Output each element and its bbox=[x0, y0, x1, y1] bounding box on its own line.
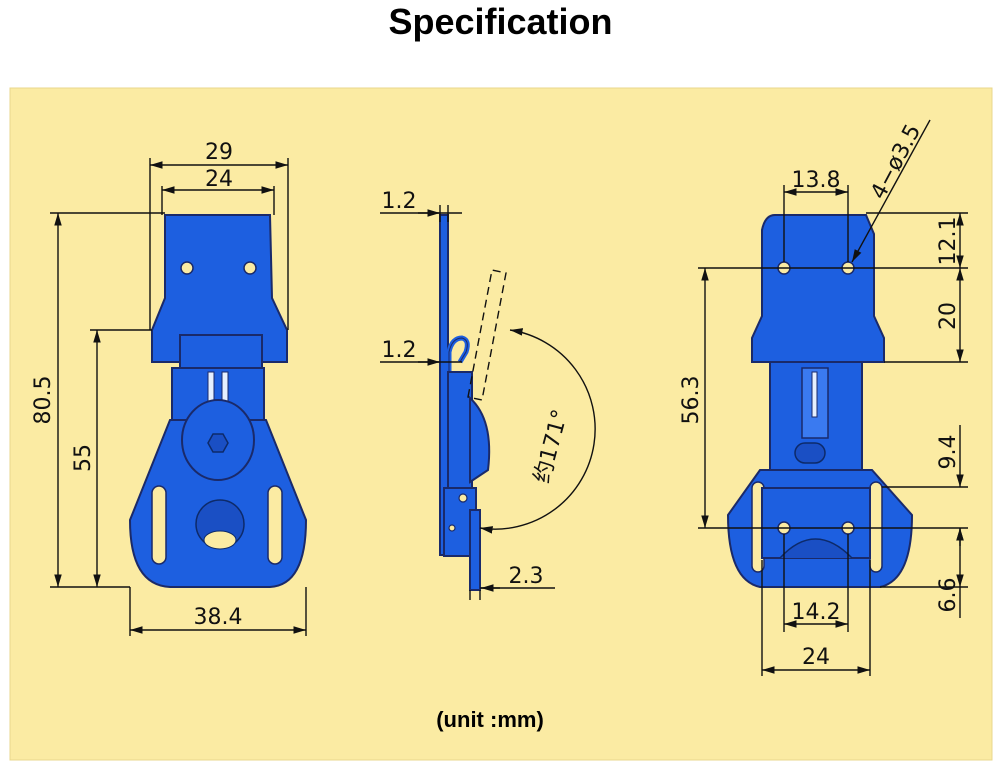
back-top-hole-offset-label: 12.1 bbox=[936, 217, 961, 266]
back-lower-hole-offset-label: 9.4 bbox=[936, 435, 961, 470]
front-top-width-inner-label: 24 bbox=[205, 167, 233, 192]
front-total-height-label: 80.5 bbox=[31, 376, 56, 425]
back-hole-spacing-bottom-label: 14.2 bbox=[792, 600, 841, 625]
front-view-latch bbox=[128, 214, 308, 588]
side-base-thickness-label: 2.3 bbox=[509, 564, 544, 589]
front-hinge-height-label: 55 bbox=[71, 444, 96, 472]
back-view: 13.8 4−ø3.5 12.1 20 56.3 9.4 6.6 14.2 24 bbox=[679, 119, 968, 676]
back-hole-span-vertical-label: 56.3 bbox=[679, 376, 704, 425]
page-title: Specification bbox=[388, 1, 613, 42]
back-hole-spacing-top-label: 13.8 bbox=[792, 168, 841, 193]
front-bottom-width-label: 38.4 bbox=[194, 605, 243, 630]
unit-note: (unit :mm) bbox=[436, 707, 544, 732]
front-view: 29 24 80.5 55 38.4 bbox=[31, 140, 308, 636]
back-bottom-margin-label: 6.6 bbox=[936, 578, 961, 613]
front-top-width-outer-label: 29 bbox=[205, 140, 233, 165]
side-plate-thickness-top-label: 1.2 bbox=[382, 189, 417, 214]
back-top-plate-height-label: 20 bbox=[936, 302, 961, 330]
back-bottom-width-label: 24 bbox=[802, 645, 830, 670]
side-plate-thickness-mid-label: 1.2 bbox=[382, 338, 417, 363]
back-view-latch bbox=[726, 214, 914, 588]
